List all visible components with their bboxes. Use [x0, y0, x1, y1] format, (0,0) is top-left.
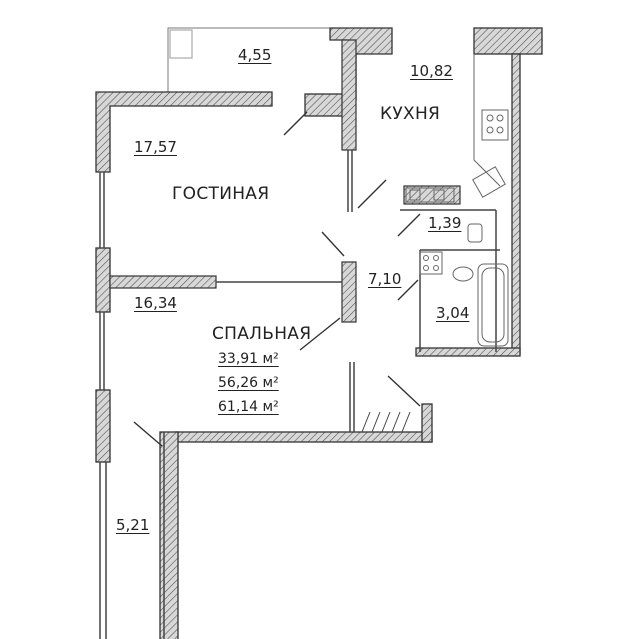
balcony-bottom-area: 5,21 — [116, 516, 150, 534]
bedroom-area: 16,34 — [134, 294, 177, 312]
total-area-value: 56,26 — [218, 375, 259, 391]
living-area-value: 33,91 — [218, 351, 259, 367]
kitchen-area: 10,82 — [410, 62, 453, 80]
total-with-balconies-value: 61,14 — [218, 399, 259, 415]
bathroom-area: 3,04 — [436, 304, 470, 322]
total-with-balconies-unit: м² — [262, 399, 279, 415]
door-swings — [133, 111, 421, 447]
living-name: ГОСТИНАЯ — [172, 184, 270, 204]
loggia-glazing — [361, 411, 411, 433]
total-area: 56,26 м² — [218, 376, 279, 390]
bathroom-fixtures — [419, 223, 509, 347]
living-area: 17,57 — [134, 138, 177, 156]
total-with-balconies: 61,14 м² — [218, 400, 279, 414]
living-area-unit: м² — [262, 351, 279, 367]
kitchen-name: КУХНЯ — [380, 104, 441, 124]
kitchen-fixtures — [405, 54, 509, 203]
living-area-total: 33,91 м² — [218, 352, 279, 366]
balcony-top-area: 4,55 — [238, 46, 272, 64]
total-area-unit: м² — [262, 375, 279, 391]
bedroom-name: СПАЛЬНАЯ — [212, 324, 312, 344]
wc-area: 1,39 — [428, 214, 462, 232]
hall-area: 7,10 — [368, 270, 402, 288]
exterior-walls — [95, 27, 543, 639]
interior-walls — [109, 39, 461, 323]
